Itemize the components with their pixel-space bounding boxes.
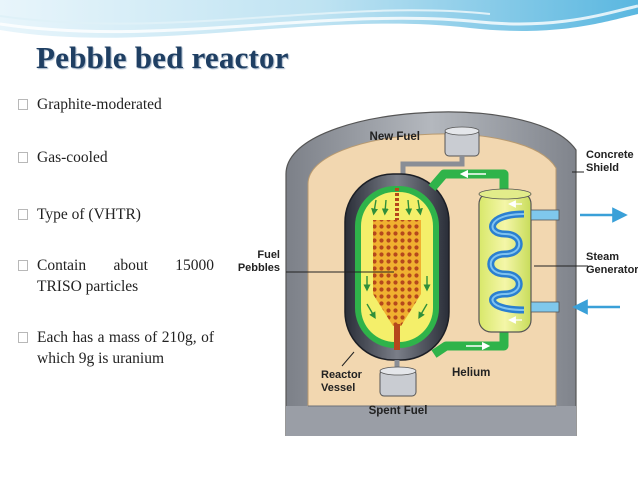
bullet-square-icon — [18, 209, 28, 220]
bullet-item: Contain about 15000 TRISO particles — [18, 255, 214, 297]
bullet-text: Each has a mass of 210g, of which 9g is … — [37, 329, 214, 367]
shield-floor — [286, 406, 576, 436]
label-leaders — [286, 171, 588, 367]
label-steam-line2: Generator — [586, 264, 638, 276]
bullet-item: Type of (VHTR) — [18, 204, 214, 225]
header-wave-decoration — [0, 0, 638, 52]
bullet-text: Contain about 15000 TRISO particles — [37, 257, 214, 295]
bullet-text: Gas-cooled — [37, 149, 108, 166]
bullet-square-icon — [18, 99, 28, 110]
label-helium: Helium — [452, 367, 490, 379]
label-fuel-line1: Fuel — [257, 249, 280, 261]
label-spent-fuel: Spent Fuel — [369, 405, 428, 417]
bullet-item: Each has a mass of 210g, of which 9g is … — [18, 327, 214, 369]
bullet-item: Gas-cooled — [18, 147, 214, 168]
bullet-square-icon — [18, 152, 28, 163]
bullet-text: Graphite-moderated — [37, 96, 162, 113]
label-reactor-line2: Vessel — [321, 382, 355, 394]
label-new-fuel: New Fuel — [370, 131, 420, 143]
water-inlet-pipe — [530, 301, 560, 313]
label-steam-line1: Steam — [586, 251, 619, 263]
steam-outlet-pipe — [530, 209, 560, 221]
slide-title: Pebble bed reactor — [36, 40, 289, 75]
coolant-flow-arrows — [363, 199, 431, 320]
label-reactor-line1: Reactor — [321, 369, 363, 381]
label-concrete-line1: Concrete — [586, 149, 634, 161]
label-fuel-line2: Pebbles — [238, 262, 280, 274]
bullet-list: Graphite-moderated Gas-cooled Type of (V… — [18, 94, 214, 369]
label-concrete-line2: Shield — [586, 162, 619, 174]
bullet-item: Graphite-moderated — [18, 94, 214, 115]
bullet-square-icon — [18, 332, 28, 343]
bullet-square-icon — [18, 260, 28, 271]
bullet-text: Type of (VHTR) — [37, 206, 141, 223]
reactor-diagram: New Fuel Concrete Shield Fuel Pebbles St… — [224, 76, 638, 436]
